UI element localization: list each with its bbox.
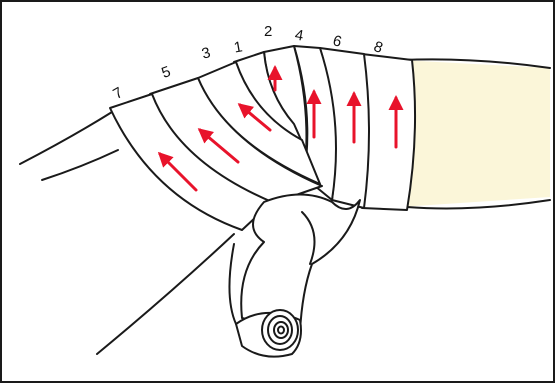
bandage-tail: [241, 195, 360, 333]
thumb-lower-edge: [42, 150, 118, 180]
tail-left-edge: [229, 244, 236, 324]
wrap-label-2: 2: [264, 24, 272, 39]
thumb-upper-edge: [20, 112, 112, 164]
palm-edge: [97, 234, 234, 354]
forearm-skin: [400, 60, 550, 207]
